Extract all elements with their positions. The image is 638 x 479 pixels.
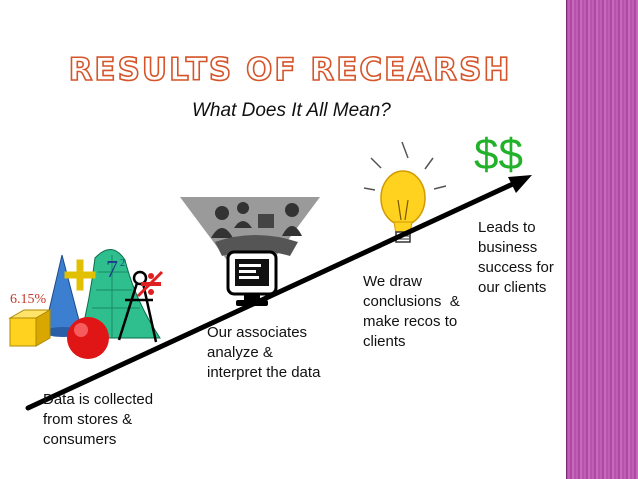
money-symbol: $$ <box>474 130 523 179</box>
step-data-collected-label: Data is collected from stores & consumer… <box>43 391 154 448</box>
decorative-sidebar <box>567 0 638 479</box>
math-exponent-label: 2 <box>120 258 125 269</box>
slide-title: RESULTS OF RECEARSH <box>68 51 512 89</box>
math-seven-label: 7 <box>106 257 118 283</box>
step-analyze-label: Our associates analyze & interpret the d… <box>207 324 321 381</box>
slide-subtitle: What Does It All Mean? <box>192 100 391 121</box>
step-success-label: Leads to business success for our client… <box>478 219 554 296</box>
math-percent-label: 6.15% <box>10 292 47 307</box>
arrow-line <box>25 175 532 411</box>
light-bulb-icon <box>363 141 447 243</box>
math-shapes-clipart: 7 2 6.15% <box>8 249 164 359</box>
step-conclusions-label: We draw conclusions & make recos to clie… <box>363 273 460 350</box>
